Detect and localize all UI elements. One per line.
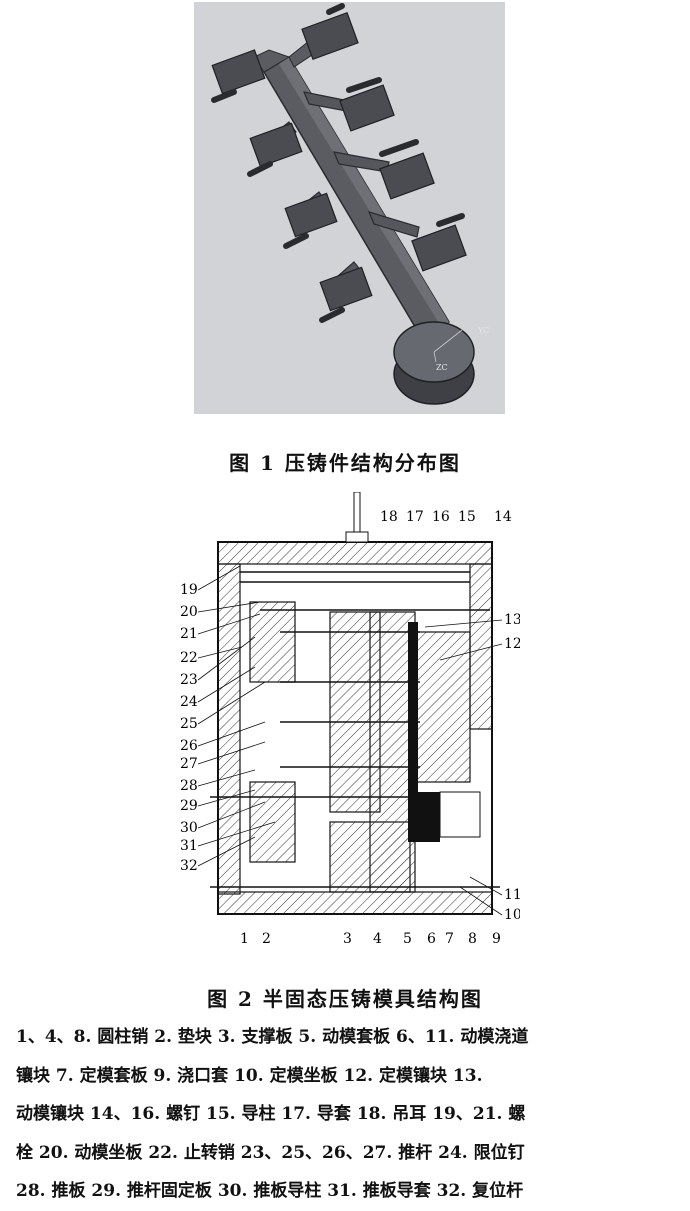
label-15: 15 — [458, 509, 476, 525]
label-24: 24 — [180, 694, 198, 710]
label-29: 29 — [180, 798, 198, 814]
label-11: 11 — [504, 887, 520, 903]
label-16: 16 — [432, 509, 450, 525]
label-25: 25 — [180, 716, 198, 732]
label-1: 1 — [240, 931, 249, 947]
label-30: 30 — [180, 820, 198, 836]
figure-2-drawing: 18 17 16 15 14 19 20 21 22 23 24 25 26 2… — [170, 491, 522, 952]
label-9: 9 — [492, 931, 501, 947]
label-22: 22 — [180, 650, 198, 666]
label-12: 12 — [504, 636, 520, 652]
label-21: 21 — [180, 626, 198, 642]
label-5: 5 — [403, 931, 412, 947]
legend-line: 动模镶块 14、16. 螺钉 15. 导柱 17. 导套 18. 吊耳 19、2… — [16, 1104, 526, 1124]
legend-line: 28. 推板 29. 推杆固定板 30. 推板导柱 31. 推板导套 32. 复… — [16, 1181, 524, 1201]
label-32: 32 — [180, 858, 198, 874]
label-18: 18 — [380, 509, 398, 525]
label-3: 3 — [343, 931, 352, 947]
label-2: 2 — [262, 931, 271, 947]
label-27: 27 — [180, 756, 198, 772]
casting-render-svg: YC ZC — [211, 3, 489, 405]
figure-2-caption: 图 2 半固态压铸模具结构图 — [207, 987, 483, 1011]
label-6: 6 — [427, 931, 436, 947]
label-23: 23 — [180, 672, 198, 688]
mold-drawing-svg: 18 17 16 15 14 19 20 21 22 23 24 25 26 2… — [180, 491, 522, 947]
label-10: 10 — [504, 907, 520, 923]
figure-1-render: YC ZC — [194, 2, 505, 414]
zc-axis-label: ZC — [436, 363, 448, 372]
legend-line: 镶块 7. 定模套板 9. 浇口套 10. 定模坐板 12. 定模镶块 13. — [16, 1065, 483, 1086]
label-31: 31 — [180, 838, 198, 854]
yc-axis-label: YC — [477, 326, 489, 335]
label-13: 13 — [504, 612, 520, 628]
legend-line: 栓 20. 动模坐板 22. 止转销 23、25、26、27. 推杆 24. 限… — [16, 1142, 525, 1163]
label-14: 14 — [494, 509, 512, 525]
label-20: 20 — [180, 604, 198, 620]
label-26: 26 — [180, 738, 198, 754]
label-17: 17 — [406, 509, 424, 525]
figure-2-legend: 1、4、8. 圆柱销 2. 垫块 3. 支撑板 5. 动模套板 6、11. 动模… — [16, 1018, 684, 1211]
label-4: 4 — [373, 931, 382, 947]
legend-line: 1、4、8. 圆柱销 2. 垫块 3. 支撑板 5. 动模套板 6、11. 动模… — [16, 1027, 529, 1047]
label-7: 7 — [445, 931, 454, 947]
figure-1-caption: 图 1 压铸件结构分布图 — [229, 451, 461, 475]
label-28: 28 — [180, 778, 198, 794]
label-19: 19 — [180, 582, 198, 598]
label-8: 8 — [468, 931, 477, 947]
